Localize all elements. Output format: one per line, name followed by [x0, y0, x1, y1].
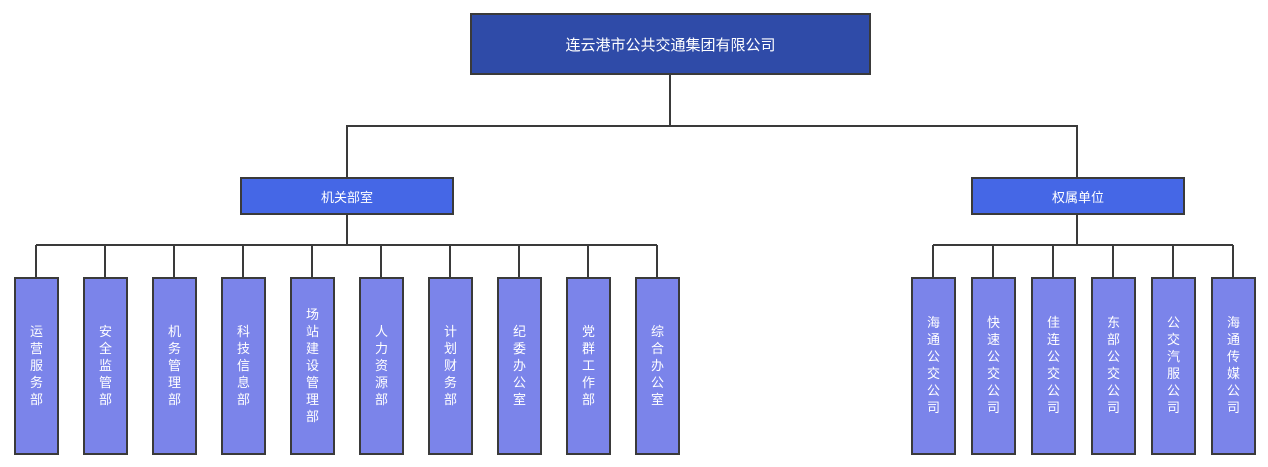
leaf-node-left: 纪委办公室 — [497, 277, 542, 455]
leaf-node-right: 海通传媒公司 — [1211, 277, 1256, 455]
leaf-node-left: 安全监管部 — [83, 277, 128, 455]
leaf-node-left: 运营服务部 — [14, 277, 59, 455]
group-label-right: 权属单位 — [1051, 190, 1104, 206]
connector-root-right — [670, 125, 1078, 177]
leaf-label: 公交汽服公司 — [1166, 316, 1180, 416]
group-node-right: 权属单位 — [971, 177, 1185, 215]
group-label-left: 机关部室 — [320, 190, 373, 206]
leaf-label: 党群工作部 — [581, 324, 595, 408]
leaf-node-left: 综合办公室 — [635, 277, 680, 455]
leaf-node-left: 机务管理部 — [152, 277, 197, 455]
leaf-label: 综合办公室 — [650, 324, 664, 408]
leaf-label: 海通公交公司 — [926, 316, 940, 416]
connector-root-left — [346, 75, 671, 177]
leaf-node-right: 佳连公交公司 — [1031, 277, 1076, 455]
group-node-left: 机关部室 — [240, 177, 454, 215]
leaf-label: 海通传媒公司 — [1226, 316, 1240, 416]
root-node: 连云港市公共交通集团有限公司 — [470, 13, 871, 75]
leaf-label: 机务管理部 — [167, 324, 181, 408]
leaf-node-right: 东部公交公司 — [1091, 277, 1136, 455]
connector-left-drops — [35, 245, 658, 277]
leaf-node-right: 海通公交公司 — [911, 277, 956, 455]
leaf-label: 科技信息部 — [236, 324, 250, 408]
leaf-label: 佳连公交公司 — [1046, 316, 1060, 416]
leaf-node-left: 计划财务部 — [428, 277, 473, 455]
leaf-node-right: 公交汽服公司 — [1151, 277, 1196, 455]
leaf-label: 东部公交公司 — [1106, 316, 1120, 416]
root-label: 连云港市公共交通集团有限公司 — [565, 35, 776, 54]
leaf-node-left: 场站建设管理部 — [290, 277, 335, 455]
leaf-label: 场站建设管理部 — [305, 307, 319, 425]
leaf-label: 安全监管部 — [98, 324, 112, 408]
leaf-label: 人力资源部 — [374, 324, 388, 408]
connector-right-drops — [932, 245, 1234, 277]
leaf-node-left: 人力资源部 — [359, 277, 404, 455]
leaf-node-left: 科技信息部 — [221, 277, 266, 455]
leaf-label: 运营服务部 — [29, 324, 43, 408]
leaf-node-right: 快速公交公司 — [971, 277, 1016, 455]
leaf-label: 纪委办公室 — [512, 324, 526, 408]
leaf-label: 计划财务部 — [443, 324, 457, 408]
leaf-node-left: 党群工作部 — [566, 277, 611, 455]
leaf-label: 快速公交公司 — [986, 316, 1000, 416]
